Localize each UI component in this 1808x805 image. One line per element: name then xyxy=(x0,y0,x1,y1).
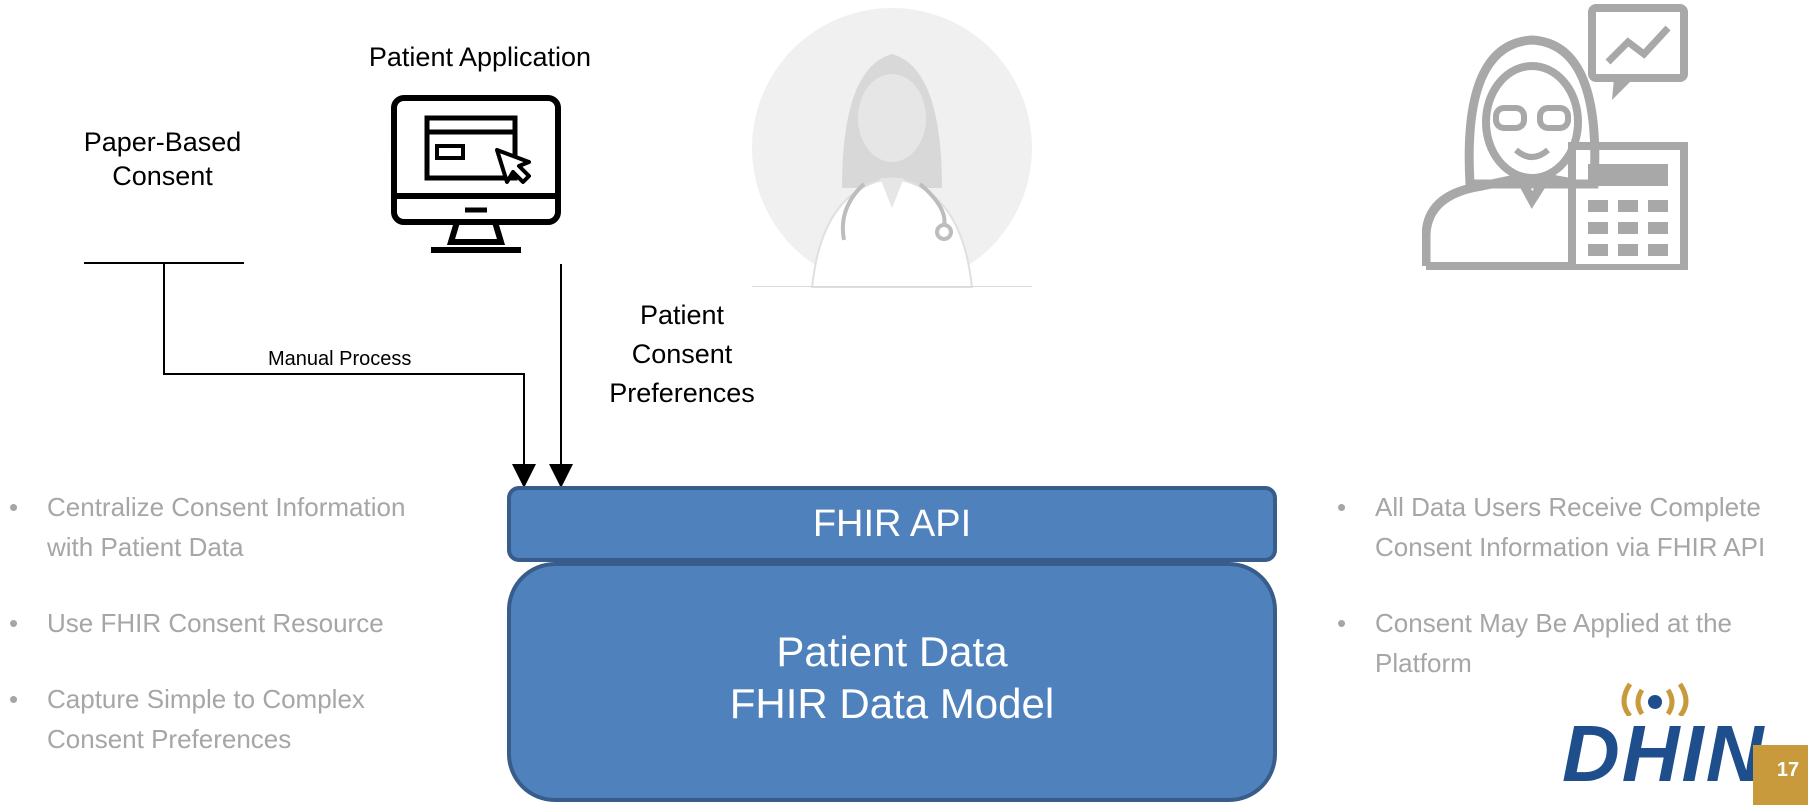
bullet-item: • Consent May Be Applied at the Platform xyxy=(1330,603,1806,683)
page-number-badge: 17 xyxy=(1753,745,1808,805)
analyst-with-calculator-icon xyxy=(1422,4,1688,270)
bullet-dot: • xyxy=(1337,608,1347,638)
bullet-item: • Use FHIR Consent Resource xyxy=(2,603,442,643)
manual-process-arrow xyxy=(163,263,536,488)
patient-app-label: Patient Application xyxy=(368,42,592,72)
bullet-item: • Centralize Consent Information with Pa… xyxy=(2,487,442,567)
bullet-dot: • xyxy=(9,684,19,714)
doctor-avatar-icon xyxy=(752,8,1032,288)
manual-process-label: Manual Process xyxy=(268,348,412,370)
right-bullet-list: • All Data Users Receive Complete Consen… xyxy=(1330,487,1806,683)
paper-consent-label: Paper-Based Consent xyxy=(83,127,242,191)
bullet-item: • All Data Users Receive Complete Consen… xyxy=(1330,487,1806,567)
bullet-dot: • xyxy=(1337,492,1347,522)
patient-data-box: Patient Data FHIR Data Model xyxy=(507,562,1277,802)
bullet-text: Capture Simple to Complex Consent Prefer… xyxy=(47,684,365,754)
patient-data-label: Patient Data FHIR Data Model xyxy=(729,628,1055,727)
bullet-text: Consent May Be Applied at the Platform xyxy=(1375,608,1733,678)
patient-preferences-label: Patient Consent Preferences xyxy=(609,300,755,408)
bullet-text: Centralize Consent Information with Pati… xyxy=(47,492,406,562)
bullet-item: • Capture Simple to Complex Consent Pref… xyxy=(2,679,442,759)
computer-monitor-icon xyxy=(391,95,561,253)
bullet-dot: • xyxy=(9,608,19,638)
dhin-logo-text: DHIN xyxy=(1562,709,1766,798)
bullet-text: All Data Users Receive Complete Consent … xyxy=(1375,492,1766,562)
doctor-divider xyxy=(752,286,1032,287)
bullet-dot: • xyxy=(9,492,19,522)
dhin-logo: DHIN xyxy=(1562,678,1764,796)
signal-waves-icon xyxy=(1621,682,1689,716)
fhir-api-box: FHIR API xyxy=(507,486,1277,562)
bullet-text: Use FHIR Consent Resource xyxy=(47,608,384,638)
left-bullet-list: • Centralize Consent Information with Pa… xyxy=(2,487,442,759)
fhir-api-label: FHIR API xyxy=(812,502,972,545)
